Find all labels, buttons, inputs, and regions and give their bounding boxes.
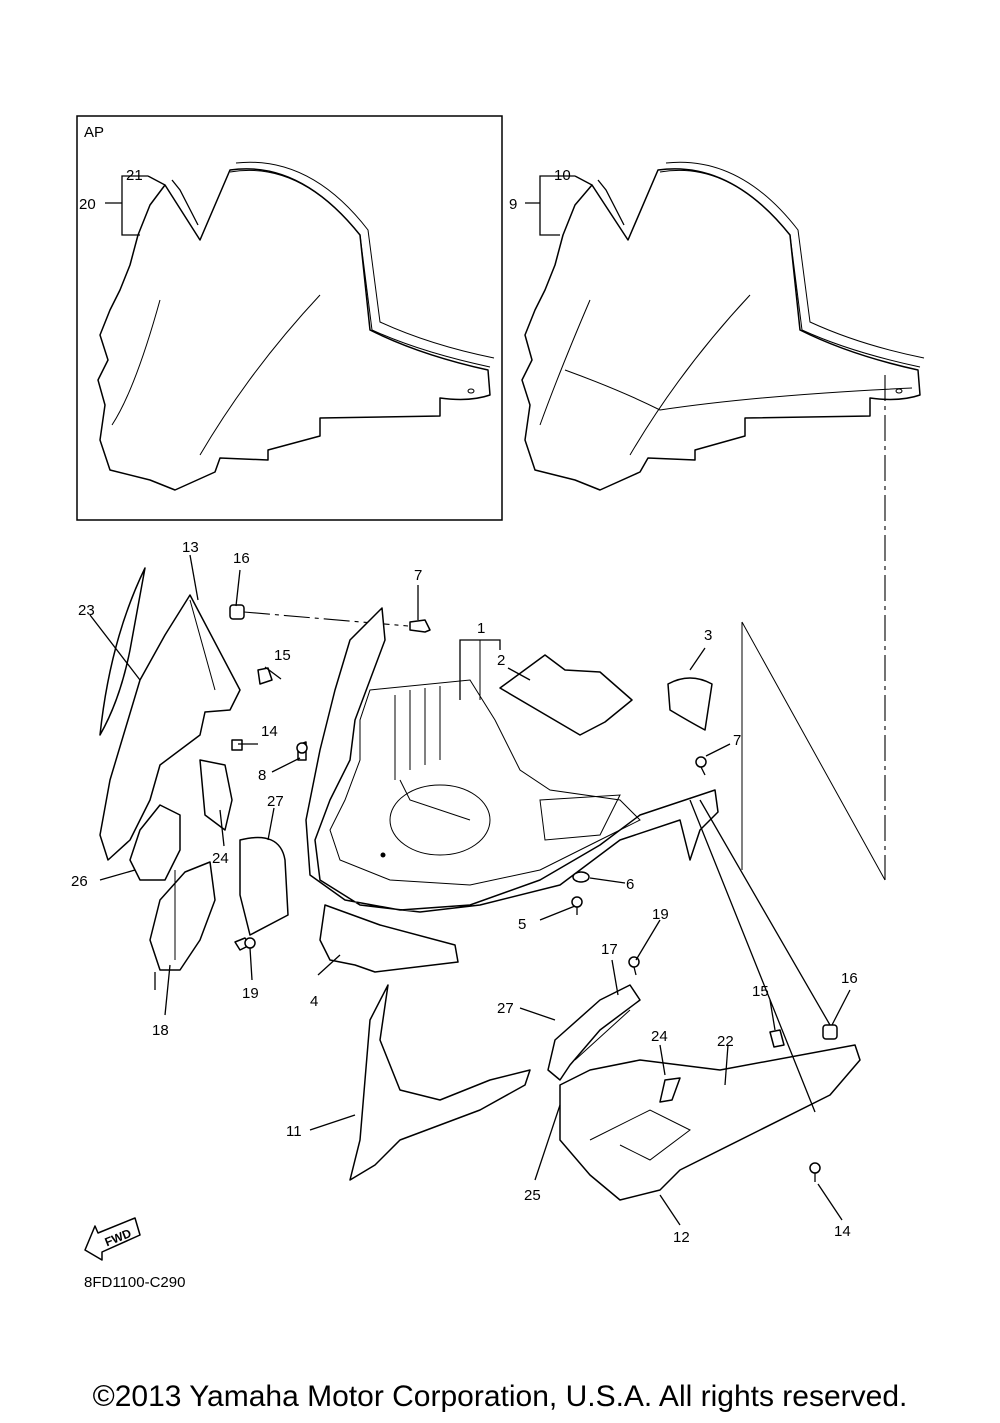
callout-4: 4 [310, 993, 318, 1010]
callout-24a: 24 [212, 850, 229, 867]
callout-9-10-bracket [525, 175, 593, 236]
side-cover-left [99, 567, 409, 971]
callout-14b: 14 [834, 1223, 851, 1240]
callout-10: 10 [554, 167, 571, 184]
callout-19a: 19 [242, 985, 259, 1002]
lower-cowl-part-11 [349, 984, 531, 1181]
leader-lines [89, 554, 851, 1226]
callout-5: 5 [518, 916, 526, 933]
callout-3: 3 [704, 627, 712, 644]
side-cowl-right [547, 984, 861, 1201]
callout-20-21-bracket [105, 175, 166, 236]
diagram-code: 8FD1100-C290 [84, 1274, 185, 1291]
windscreen [521, 161, 925, 491]
callout-19b: 19 [652, 906, 669, 923]
callout-17: 17 [601, 941, 618, 958]
callout-25: 25 [524, 1187, 541, 1204]
callout-14a: 14 [261, 723, 278, 740]
callout-16b: 16 [841, 970, 858, 987]
windscreen-ap [97, 161, 495, 491]
ap-box [76, 115, 503, 521]
callout-6: 6 [626, 876, 634, 893]
callout-22: 22 [717, 1033, 734, 1050]
callout-7b: 7 [733, 732, 741, 749]
fwd-arrow: FWD [84, 1217, 141, 1261]
callout-11: 11 [286, 1123, 302, 1140]
callout-15a: 15 [274, 647, 291, 664]
callout-12: 12 [673, 1229, 690, 1246]
seal-part-3 [667, 677, 713, 731]
callout-18: 18 [152, 1022, 169, 1039]
callout-1: 1 [477, 620, 485, 637]
callout-23: 23 [78, 602, 95, 619]
callout-labels: 1 2 3 4 5 6 7 7 8 9 10 11 12 13 14 14 15… [71, 167, 858, 1246]
callout-20: 20 [79, 196, 96, 213]
callout-13: 13 [182, 539, 199, 556]
ap-box-label: AP [84, 124, 104, 141]
callout-27a: 27 [267, 793, 284, 810]
callout-24b: 24 [651, 1028, 668, 1045]
callout-27b: 27 [497, 1000, 514, 1017]
under-cover-part-4 [319, 904, 459, 973]
callout-2: 2 [497, 652, 505, 669]
callout-7a: 7 [414, 567, 422, 584]
callout-21: 21 [126, 167, 143, 184]
inner-panel [305, 607, 719, 913]
callout-8: 8 [258, 767, 266, 784]
copyright-notice: ©2013 Yamaha Motor Corporation, U.S.A. A… [92, 1380, 908, 1413]
pad-part-2 [499, 654, 633, 736]
fasteners [244, 619, 838, 1182]
callout-15b: 15 [752, 983, 769, 1000]
callout-16a: 16 [233, 550, 250, 567]
callout-9: 9 [509, 196, 517, 213]
callout-26: 26 [71, 873, 88, 890]
